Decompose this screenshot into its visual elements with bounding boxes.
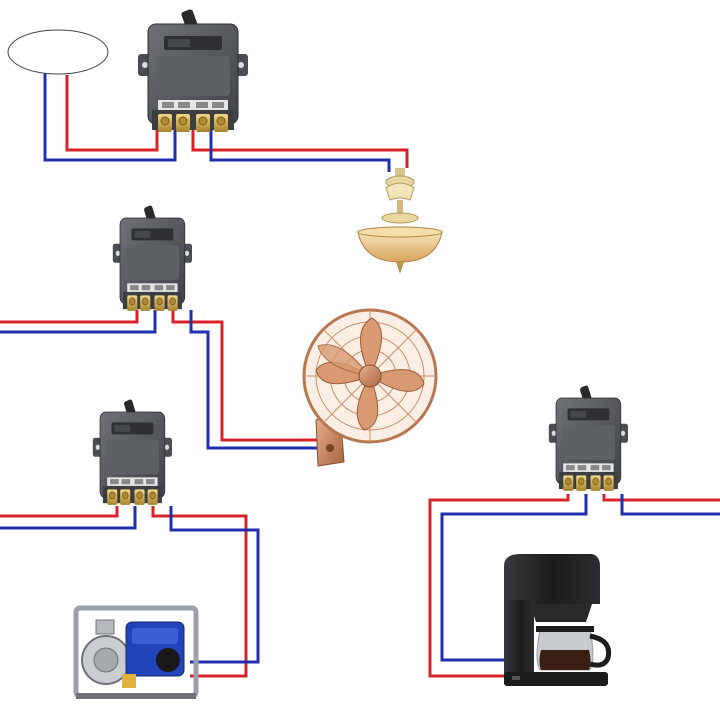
wire-neutral-lamp: [209, 128, 391, 172]
wall-fan-icon: [302, 308, 438, 467]
wire-neutral-source: [43, 55, 177, 162]
wire-live-fan: [171, 310, 320, 442]
wire-neutral-in-4: [620, 494, 720, 516]
coffee-maker-icon: [504, 554, 612, 686]
wire-neutral-fan: [189, 310, 320, 450]
wire-live-source: [65, 75, 159, 152]
ceiling-lamp-icon: [357, 168, 443, 274]
relay-module-3: [92, 398, 173, 506]
wire-neutral-pump: [169, 506, 260, 664]
wire-neutral-in-3: [0, 506, 137, 530]
wire-live-coffee: [428, 494, 570, 678]
wire-neutral-coffee: [440, 494, 588, 662]
relay-module-1: [137, 8, 249, 133]
wire-live-in-2: [0, 310, 139, 324]
wire-live-in-4: [602, 494, 720, 502]
power-source-ellipse: [7, 29, 109, 75]
wire-live-pump: [151, 506, 248, 678]
wires: [0, 55, 720, 678]
relay-module-4: [548, 384, 629, 492]
wire-live-lamp: [191, 128, 409, 168]
wire-live-in-3: [0, 506, 119, 518]
wire-neutral-in-2: [0, 310, 157, 334]
relay-module-2: [112, 204, 193, 312]
water-pump-icon: [73, 605, 199, 699]
